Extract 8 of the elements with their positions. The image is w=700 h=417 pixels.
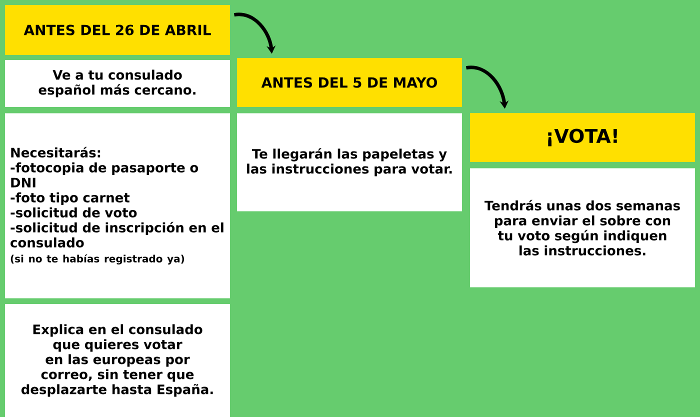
step-box: Te llegarán las papeletas y las instrucciones para votar.: [237, 113, 462, 212]
step-box: Necesitarás: -fotocopia de pasaporte o DNI -foto tipo carnet -solicitud de voto -solicitud de inscripción en el consulado (si no te habías registrado ya): [5, 113, 230, 298]
date-banner: ¡VOTA!: [470, 113, 696, 162]
step-box: Explica en el consulado que quieres votar en las europeas por correo, sin tener que desplazarte hasta España.: [5, 304, 230, 417]
step-box: Ve a tu consulado español más cercano.: [5, 60, 230, 107]
date-banner: ANTES DEL 26 DE ABRIL: [5, 5, 230, 55]
date-banner: ANTES DEL 5 DE MAYO: [237, 58, 462, 107]
step-box: Tendrás unas dos semanas para enviar el sobre con tu voto según indiquen las instrucciones.: [470, 168, 696, 288]
